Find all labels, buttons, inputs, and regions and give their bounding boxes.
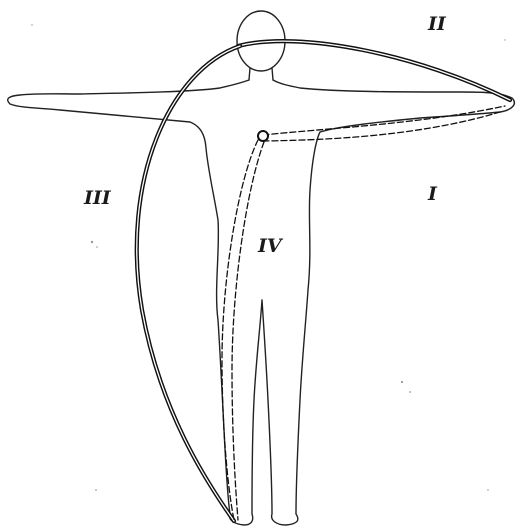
dashed-curve-chest-to-left-foot (222, 140, 264, 520)
chest-point-marker (258, 131, 268, 141)
region-label-i: I (427, 183, 438, 205)
region-label-iv: IV (257, 235, 284, 257)
region-label-ii: II (427, 13, 447, 35)
human-body-outline (8, 11, 515, 525)
region-label-iii: III (83, 187, 112, 209)
body-silhouette (8, 80, 515, 525)
dashed-curve-chest-to-right-hand (263, 106, 505, 141)
